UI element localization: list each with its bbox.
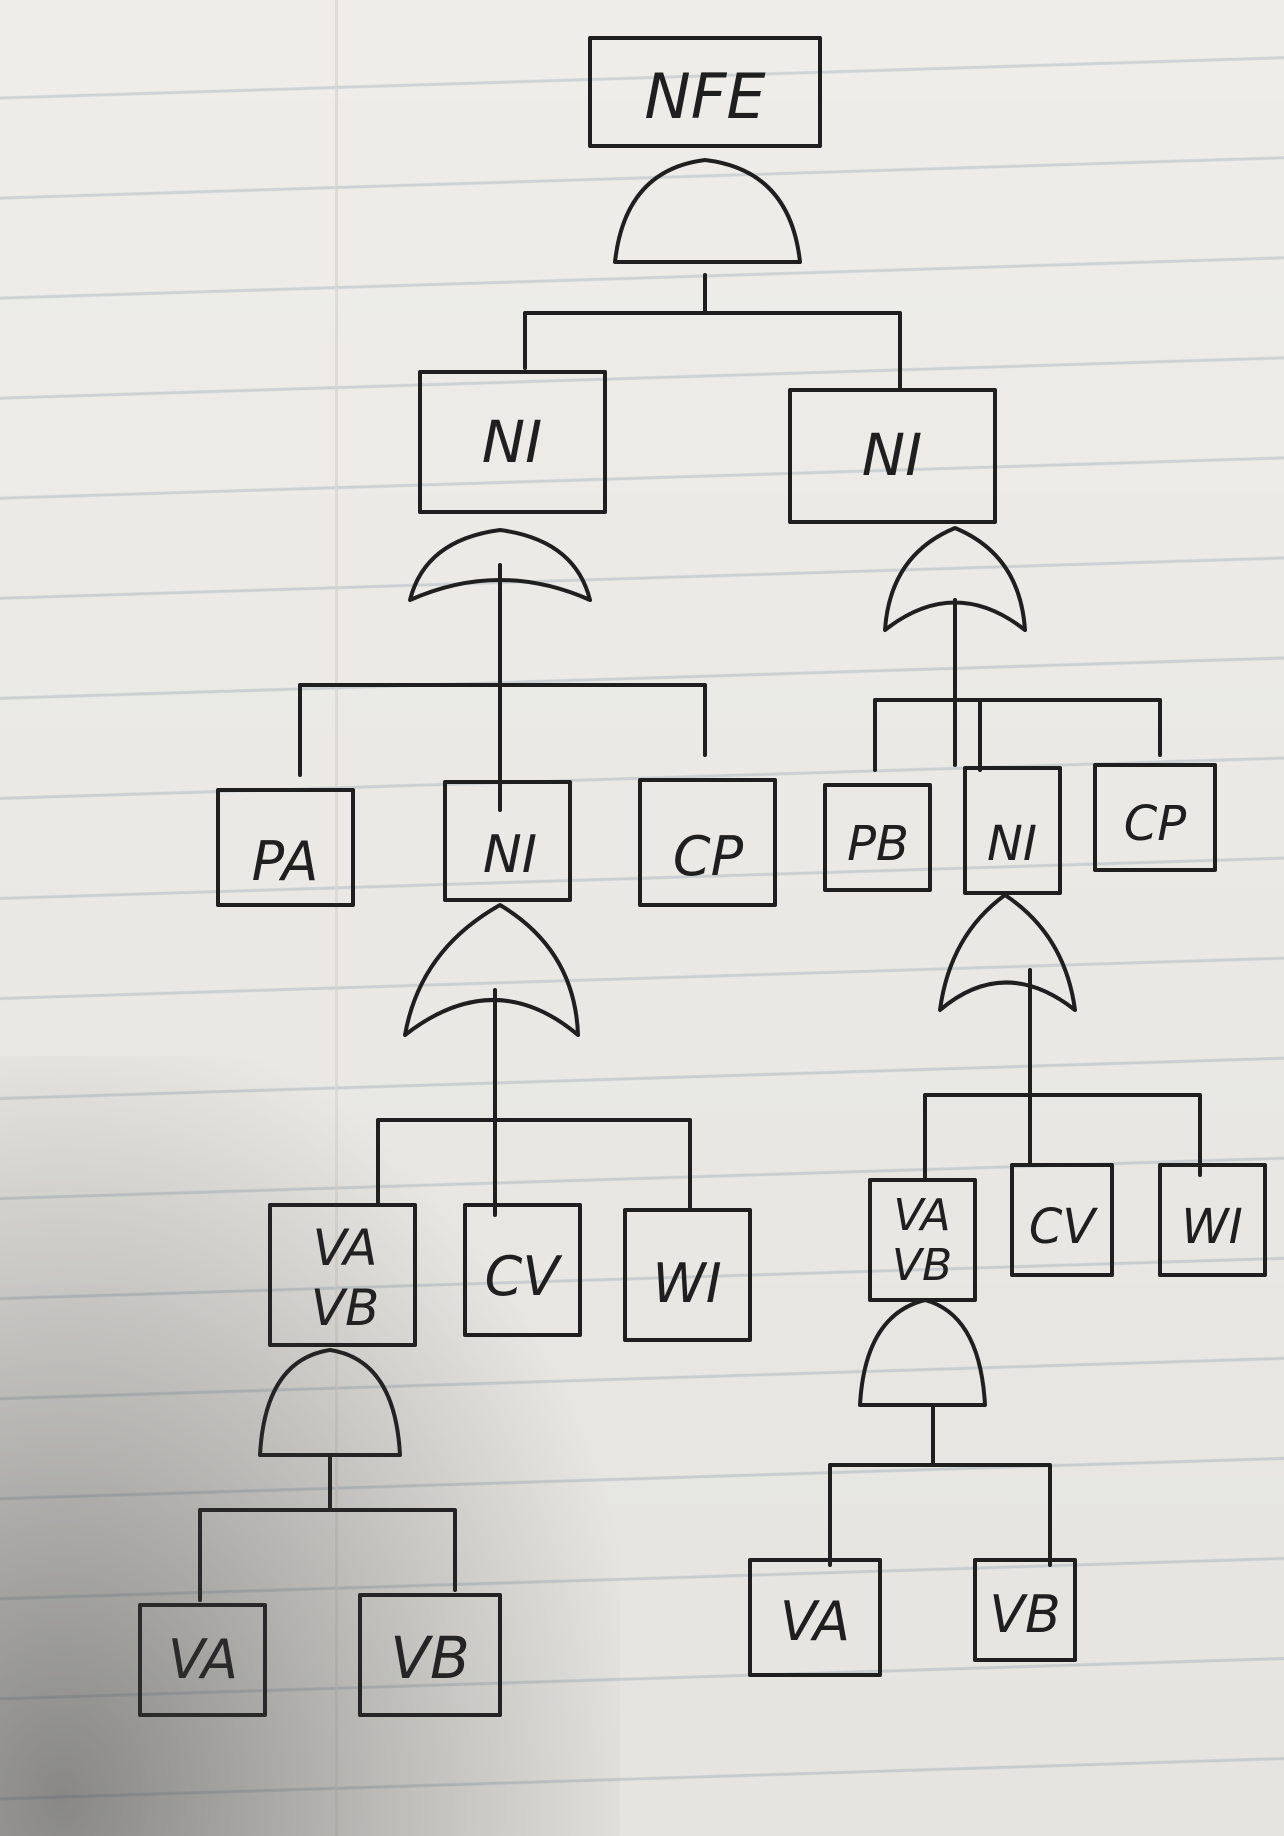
root-event-label: NFE	[644, 60, 766, 133]
right-sub-box-3: WI	[1158, 1163, 1267, 1277]
or-gate-left-sub	[403, 903, 580, 1037]
connector	[923, 968, 1202, 1182]
left-leaf-label-2: VB	[390, 1624, 469, 1692]
left-sub-box-2: CV	[463, 1203, 582, 1337]
right-leaf-label-2: VB	[989, 1585, 1060, 1645]
right-child-box-3: CP	[1093, 763, 1217, 872]
right-child-label-1: PB	[847, 816, 909, 872]
right-leaf-box-2: VB	[973, 1558, 1077, 1662]
right-child-box-2: NI	[963, 766, 1062, 895]
margin-line	[335, 0, 338, 1836]
right-sub-label-2: CV	[1029, 1199, 1099, 1255]
right-sub-box-2: CV	[1010, 1163, 1114, 1277]
left-child-box-2: NI	[443, 780, 572, 902]
left-ni-box: NI	[418, 370, 607, 514]
right-sub-label-1a: VA	[893, 1190, 950, 1241]
connector	[298, 563, 707, 812]
or-gate-right-sub	[938, 893, 1077, 1012]
right-sub-label-3: WI	[1181, 1199, 1243, 1255]
right-ni-label: NI	[862, 421, 923, 489]
left-sub-label-2: CV	[485, 1245, 564, 1308]
and-gate-right-bottom	[858, 1298, 987, 1407]
and-gate-left-bottom	[258, 1348, 402, 1457]
and-gate-root	[613, 158, 802, 264]
left-sub-label-1b: VB	[311, 1279, 380, 1337]
or-gate-right	[883, 526, 1027, 632]
left-child-label-1: PA	[252, 830, 319, 893]
left-child-box-3: CP	[638, 778, 777, 907]
connector	[523, 273, 902, 392]
left-child-box-1: PA	[216, 788, 355, 907]
right-sub-label-1b: VB	[892, 1240, 952, 1291]
connector	[198, 1453, 457, 1602]
right-leaf-label-1: VA	[780, 1590, 850, 1653]
left-child-label-3: CP	[673, 825, 744, 888]
right-leaf-box-1: VA	[748, 1558, 882, 1677]
right-child-label-3: CP	[1124, 796, 1187, 852]
right-ni-box: NI	[788, 388, 997, 524]
right-child-box-1: PB	[823, 783, 932, 892]
left-sub-box-1: VA VB	[268, 1203, 417, 1347]
or-gate-left	[408, 528, 592, 602]
connector	[873, 598, 1162, 772]
connector	[376, 988, 692, 1217]
right-sub-box-1: VA VB	[868, 1178, 977, 1302]
left-sub-label-3: WI	[652, 1252, 721, 1315]
left-sub-label-1a: VA	[312, 1219, 377, 1277]
left-leaf-label-1: VA	[168, 1628, 238, 1691]
left-leaf-box-1: VA	[138, 1603, 267, 1717]
root-event-box: NFE	[588, 36, 822, 148]
left-ni-label: NI	[482, 408, 543, 476]
left-child-label-2: NI	[483, 825, 537, 885]
connector	[828, 1403, 1052, 1567]
right-child-label-2: NI	[987, 816, 1037, 872]
left-leaf-box-2: VB	[358, 1593, 502, 1717]
left-sub-box-3: WI	[623, 1208, 752, 1342]
